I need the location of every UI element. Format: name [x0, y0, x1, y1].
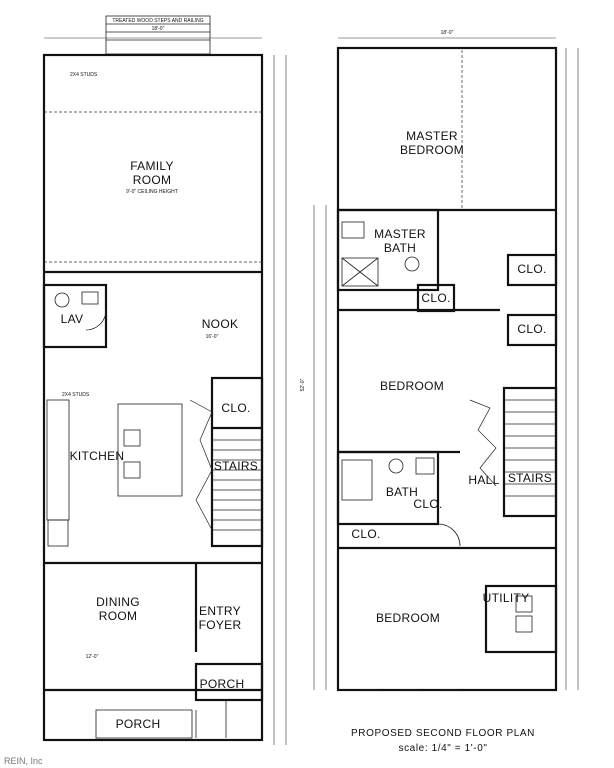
front-porch-label: PORCH — [116, 717, 161, 731]
shower-icon — [341, 257, 379, 287]
closet-right — [506, 313, 558, 347]
family-room-ceiling-note: 9'-0" CEILING HEIGHT — [126, 189, 178, 195]
second-floor-plan: 18'-0" 52'-0" MASTER BEDROOM MASTER BATH… — [300, 30, 579, 754]
utility-room — [484, 584, 558, 654]
small-porch — [194, 662, 264, 702]
closet-upper-right — [506, 253, 558, 287]
drawing-title: PROPOSED SECOND FLOOR PLAN — [351, 728, 535, 739]
dining-room-dim: 12'-0" — [86, 654, 99, 660]
master-bath-room — [336, 208, 440, 292]
kitchen-counter — [46, 399, 70, 521]
kitchen-label: KITCHEN — [70, 449, 125, 463]
watermark: REIN, Inc — [4, 756, 43, 766]
clo-label-5: CLO. — [351, 527, 380, 541]
bath-toilet-icon — [388, 458, 404, 474]
dining-room-label-1: DINING — [96, 595, 140, 609]
sink-icon — [81, 291, 99, 305]
clo-label-3: CLO. — [517, 322, 546, 336]
master-bath-label-2: BATH — [384, 241, 416, 255]
entry-foyer-label-1: ENTRY — [199, 604, 241, 618]
clo-label-1: CLO. — [421, 291, 450, 305]
first-floor-clo-label: CLO. — [221, 401, 250, 415]
lav-label: LAV — [61, 312, 84, 326]
kitchen-range-icon — [123, 461, 141, 479]
bath-room — [336, 450, 440, 526]
master-bath-vanity — [341, 221, 365, 239]
nook-dim: 16'-0" — [206, 334, 219, 340]
utility-label: UTILITY — [483, 591, 530, 605]
family-room-label-1: FAMILY — [130, 159, 174, 173]
bathtub-icon — [341, 459, 373, 501]
top-dimension: 18'-0" — [152, 26, 165, 32]
second-floor-side-dim: 52'-0" — [300, 378, 306, 391]
lav-room — [42, 283, 108, 349]
bath-label: BATH — [386, 485, 418, 499]
front-porch — [95, 709, 193, 739]
washer-icon — [515, 595, 533, 613]
small-porch-label: PORCH — [200, 677, 245, 691]
hall-label: HALL — [468, 473, 499, 487]
first-floor-stair-area — [210, 376, 264, 548]
master-bath-label-1: MASTER — [374, 227, 426, 241]
first-floor-plan: TREATED WOOD STEPS AND RAILING 18'-0" FA… — [42, 15, 287, 745]
family-room-label-2: ROOM — [133, 173, 172, 187]
kitchen-studs-note: 2X4 STUDS — [62, 392, 90, 398]
nook-label: NOOK — [202, 317, 239, 331]
second-floor-stair-area — [502, 386, 558, 518]
clo-label-2: CLO. — [517, 262, 546, 276]
second-floor-stairs-label: STAIRS — [508, 471, 552, 485]
kitchen-sink-icon — [123, 429, 141, 447]
clo-label-4: CLO. — [413, 497, 442, 511]
top-steps-note: TREATED WOOD STEPS AND RAILING — [112, 18, 203, 24]
bedroom-1-label: BEDROOM — [380, 379, 444, 393]
second-floor-top-dim: 18'-0" — [441, 30, 454, 36]
family-room-studs-note: 2X4 STUDS — [70, 72, 98, 78]
master-toilet-icon — [404, 256, 420, 272]
kitchen-island — [117, 403, 183, 497]
master-bedroom-label-1: MASTER — [406, 129, 458, 143]
master-bedroom-label-2: BEDROOM — [400, 143, 464, 157]
drawing-scale: scale: 1/4" = 1'-0" — [398, 743, 487, 754]
entry-foyer-label-2: FOYER — [199, 618, 242, 632]
dryer-icon — [515, 615, 533, 633]
bath-sink-icon — [415, 457, 435, 475]
dining-room-label-2: ROOM — [99, 609, 138, 623]
bedroom-2-label: BEDROOM — [376, 611, 440, 625]
toilet-icon — [54, 292, 70, 308]
first-floor-stairs-label: STAIRS — [214, 459, 258, 473]
refrigerator-icon — [47, 519, 69, 547]
